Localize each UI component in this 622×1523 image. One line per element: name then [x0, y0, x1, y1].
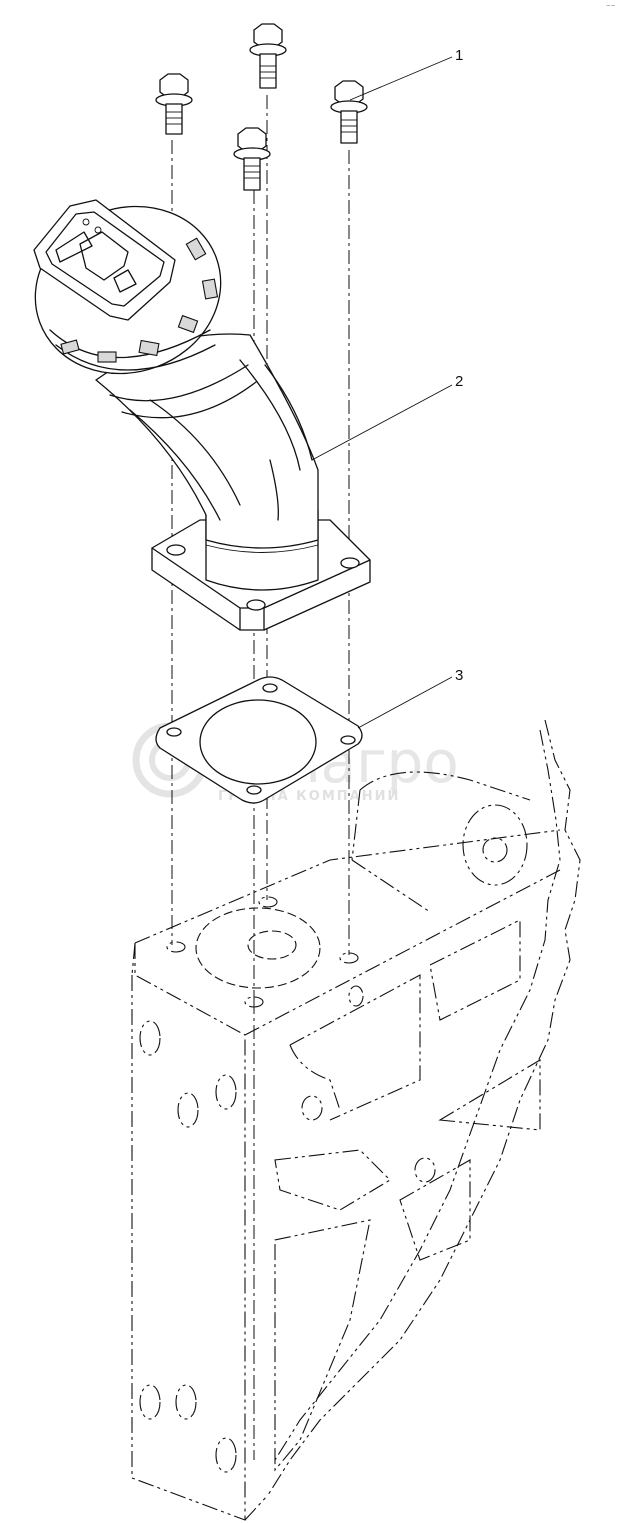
callout-labels: 1 2 3: [455, 47, 463, 684]
gasket: [155, 676, 363, 804]
bolt-back: [249, 23, 287, 89]
housing: [131, 719, 581, 1521]
callout-label-2: 2: [455, 373, 463, 390]
bolt-front-left: [155, 73, 193, 135]
leader-lines: [311, 56, 453, 729]
callout-label-1: 1: [455, 47, 463, 64]
callout-label-3: 3: [455, 667, 463, 684]
elbow-pipe: [33, 199, 371, 631]
bolt-front: [233, 127, 271, 191]
bolt-right: [330, 80, 368, 144]
corner-mark: ⁻⁻: [606, 2, 616, 12]
